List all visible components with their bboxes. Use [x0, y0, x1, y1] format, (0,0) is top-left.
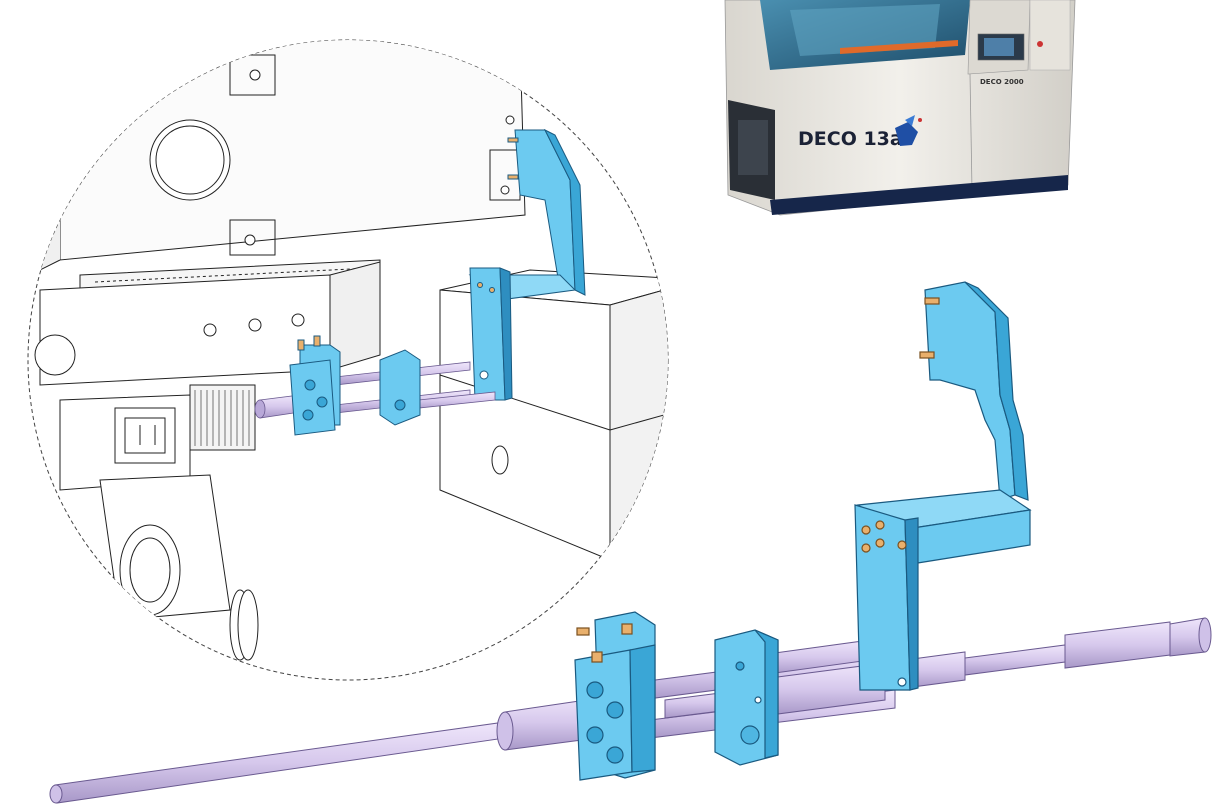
logo-icon: [895, 115, 922, 146]
pin-icon: [919, 297, 940, 359]
machine-photo: DECO 13a DECO 2000: [724, 0, 1076, 216]
main-assembly: [49, 281, 1212, 804]
mounting-bracket-large: [854, 281, 1032, 691]
front-block: [574, 611, 656, 781]
middle-block: [714, 629, 779, 766]
mid-block-small: [379, 349, 421, 426]
machine-model-label: DECO 13a: [798, 128, 903, 150]
front-block-small: [289, 335, 341, 436]
circle-detail-view: [27, 39, 669, 681]
machine-panel-label: DECO 2000: [980, 78, 1024, 86]
mounting-bracket-small: [468, 128, 586, 401]
